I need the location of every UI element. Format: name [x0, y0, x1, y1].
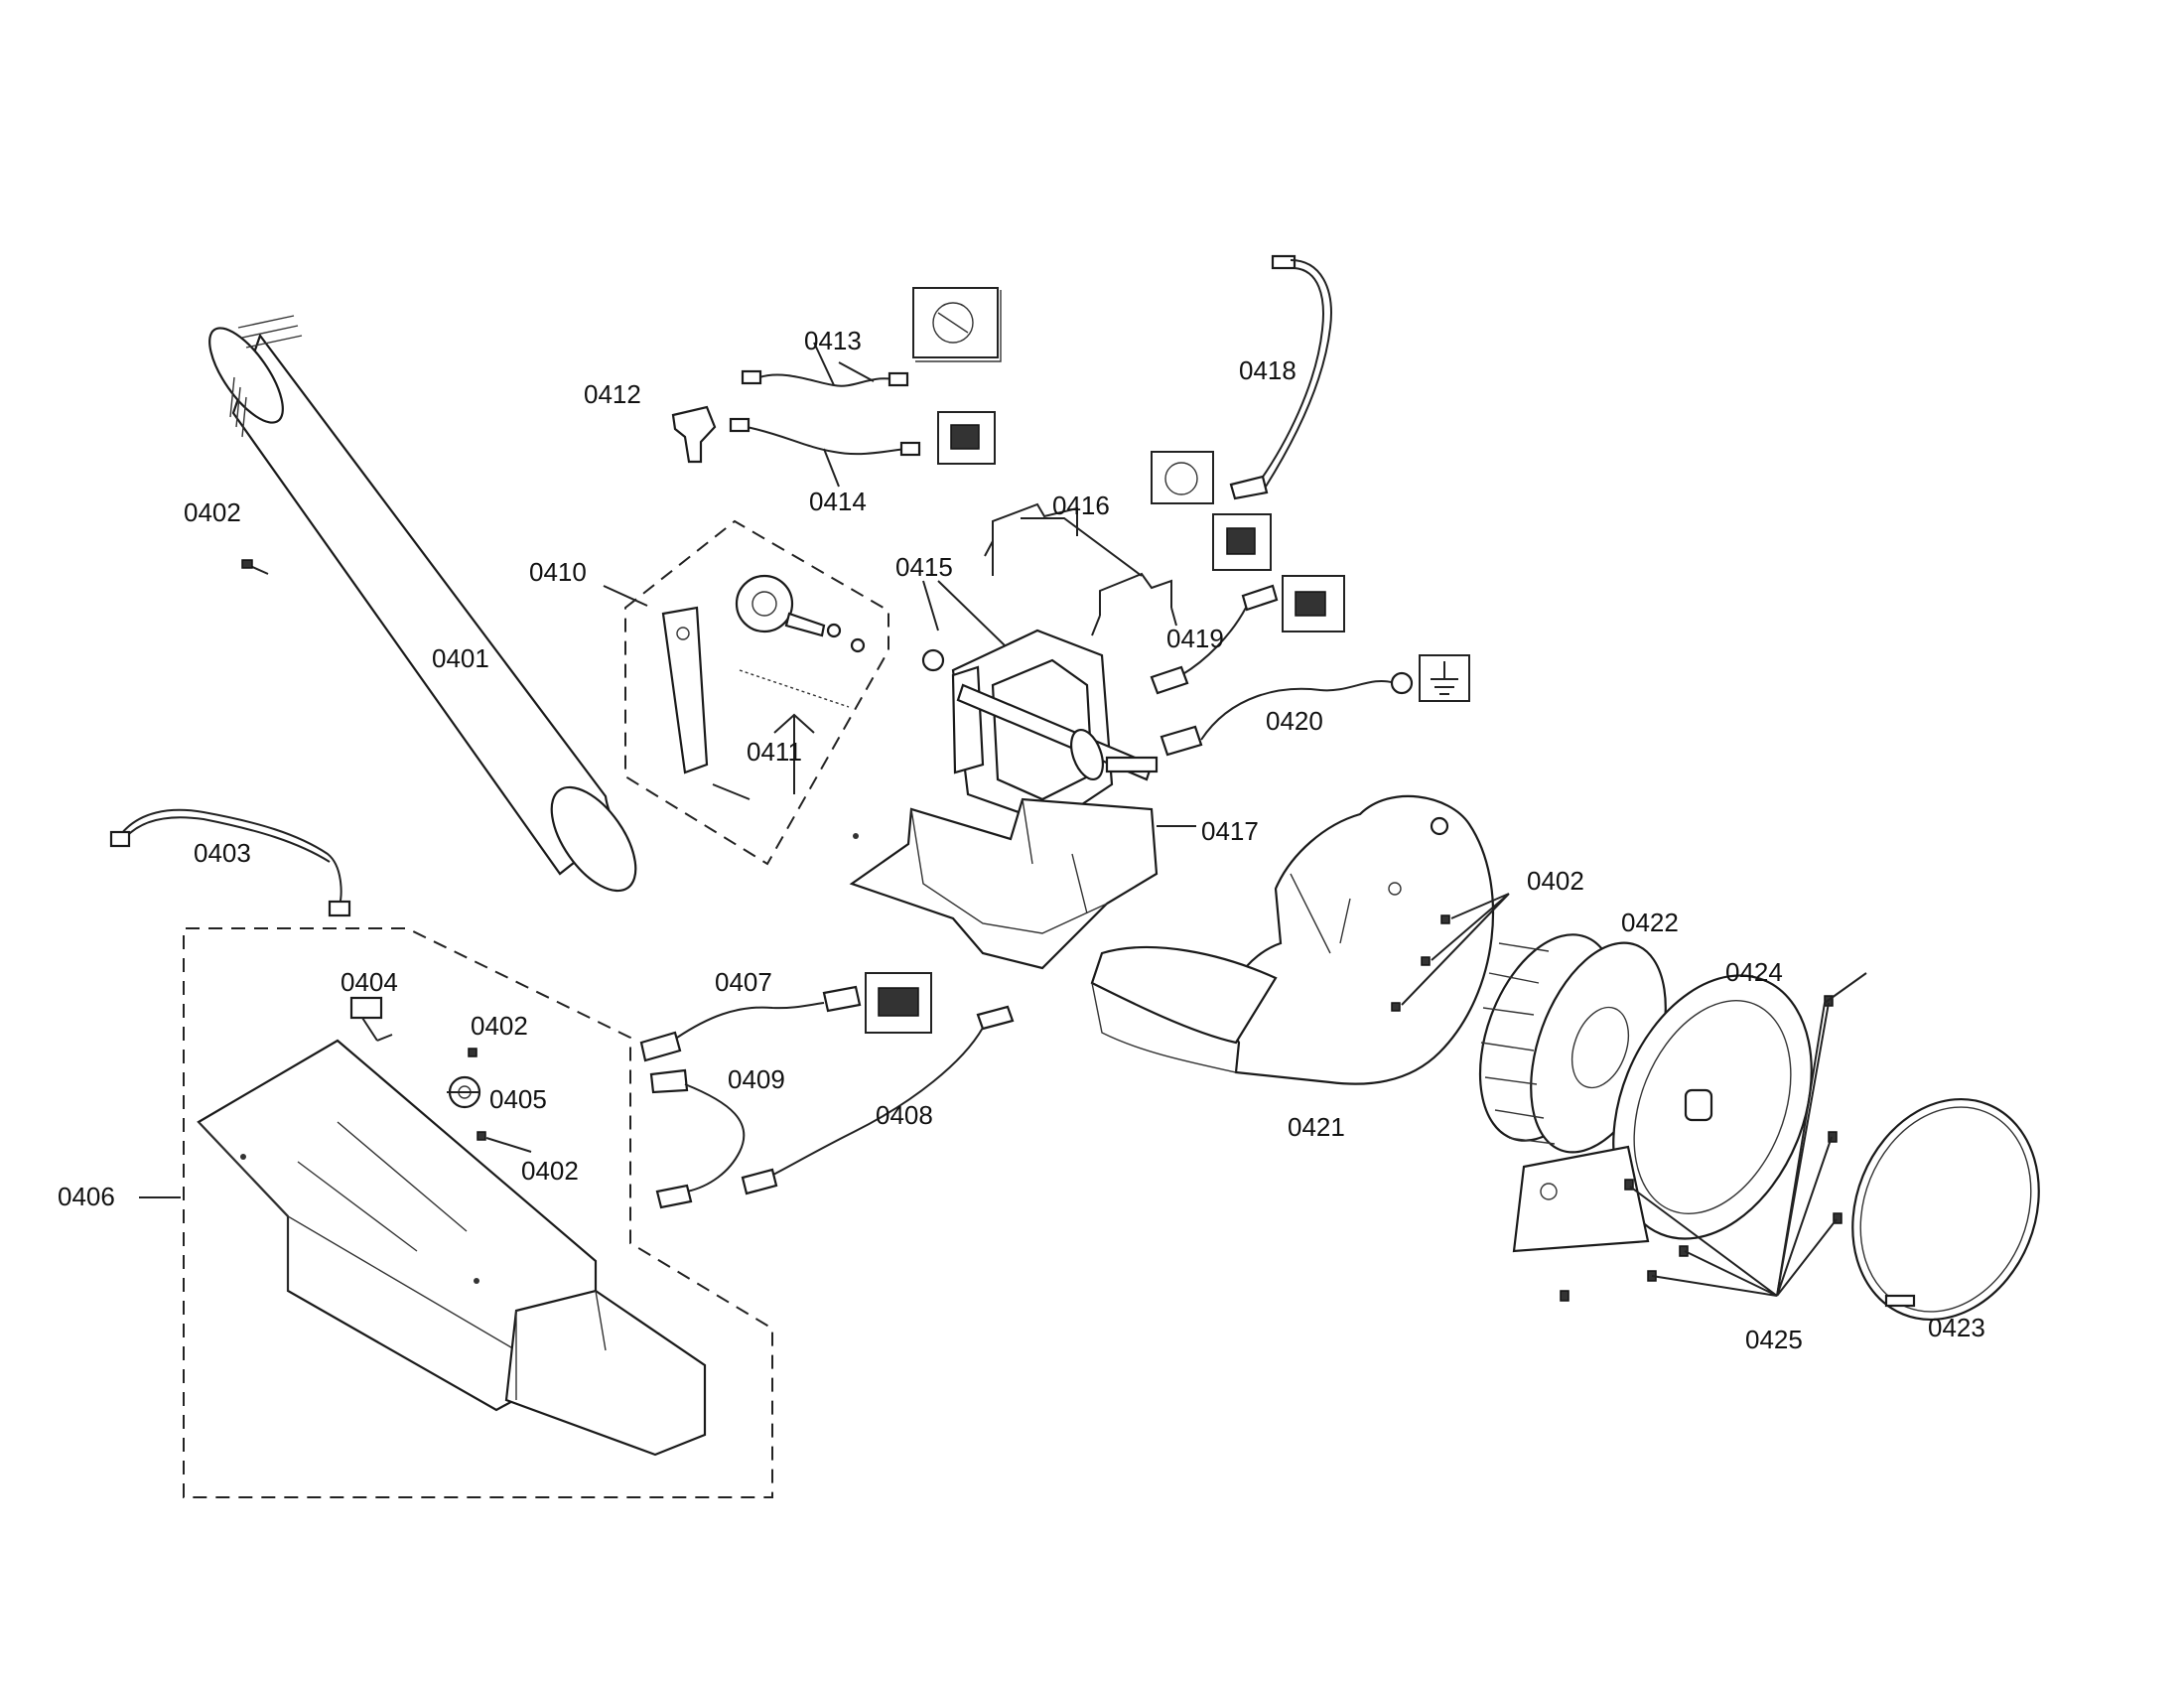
connector-symbol-icon [1212, 513, 1272, 571]
label-0406: 0406 [58, 1182, 115, 1211]
label-0415: 0415 [895, 552, 953, 582]
label-0424: 0424 [1725, 957, 1783, 987]
wire-harness-0418 [1229, 254, 1332, 500]
label-0402: 0402 [1527, 866, 1584, 896]
screw-icon [1833, 1212, 1843, 1224]
idler-assembly-region-0410 [624, 519, 889, 866]
label-0412: 0412 [584, 379, 641, 409]
label-0425: 0425 [1745, 1325, 1803, 1354]
label-0421: 0421 [1288, 1112, 1345, 1142]
drive-belt-0423 [1851, 1097, 2040, 1322]
label-0410: 0410 [529, 557, 587, 587]
blower-housing-0421 [1090, 794, 1495, 1085]
connector-symbol-icon [865, 972, 932, 1034]
label-0401: 0401 [432, 643, 489, 673]
wire-harness-0409 [649, 1068, 746, 1209]
connector-symbol-icon [937, 411, 996, 465]
label-0414: 0414 [809, 487, 867, 516]
motor-symbol-icon [1151, 451, 1214, 504]
label-0408: 0408 [876, 1100, 933, 1130]
thermostat-0404 [349, 996, 393, 1042]
part-labels: 0401 0402 0402 0402 0402 0403 0404 0405 … [58, 326, 1985, 1354]
label-0402: 0402 [521, 1156, 579, 1186]
label-0403: 0403 [194, 838, 251, 868]
blower-cover-0424 [1512, 974, 1813, 1253]
label-0409: 0409 [728, 1064, 785, 1094]
wire-harness-0414 [729, 417, 921, 457]
door-switch-0412 [671, 405, 717, 464]
wire-harness-0419 [1150, 584, 1279, 695]
label-0423: 0423 [1928, 1313, 1985, 1342]
screw-icon [1440, 914, 1450, 924]
ground-symbol-icon [1419, 654, 1470, 702]
label-0405: 0405 [489, 1084, 547, 1114]
label-0407: 0407 [715, 967, 772, 997]
wire-harness-0413 [741, 369, 909, 387]
screw-icon [477, 1131, 486, 1141]
wire-harness-0408 [741, 1005, 1015, 1195]
screw-icon [241, 559, 269, 575]
thermal-fuse-0405 [447, 1075, 481, 1109]
motor-bracket-0417 [849, 797, 1159, 970]
label-0418: 0418 [1239, 355, 1297, 385]
screw-icon [1421, 956, 1431, 966]
label-0422: 0422 [1621, 908, 1679, 937]
label-0411: 0411 [747, 737, 802, 767]
motor-clip-0416 [984, 502, 1177, 636]
sensor-harness-0403 [109, 808, 351, 917]
label-0402: 0402 [184, 497, 241, 527]
wire-harness-0420 [1160, 671, 1414, 757]
wire-harness-0407 [639, 985, 862, 1062]
label-0404: 0404 [341, 967, 398, 997]
heater-assembly-region-0406 [183, 927, 773, 1498]
label-0417: 0417 [1201, 816, 1259, 846]
label-0420: 0420 [1266, 706, 1323, 736]
leader-lines [139, 342, 1867, 1297]
screw-icon [1828, 1131, 1838, 1143]
screw-icon [1679, 1245, 1689, 1257]
drum-cylinder-0401 [208, 315, 637, 893]
label-0419: 0419 [1166, 624, 1224, 653]
motor-symbol-icon [912, 287, 1002, 362]
screw-icon [468, 1048, 478, 1057]
screw-icon [1560, 1290, 1570, 1302]
label-0413: 0413 [804, 326, 862, 355]
label-0416: 0416 [1052, 491, 1110, 520]
label-0402: 0402 [471, 1011, 528, 1041]
switch-symbol-icon [1282, 575, 1345, 632]
drive-motor-0415 [921, 629, 1159, 826]
screw-icon [1624, 1179, 1634, 1191]
screw-icon [1391, 1002, 1401, 1012]
